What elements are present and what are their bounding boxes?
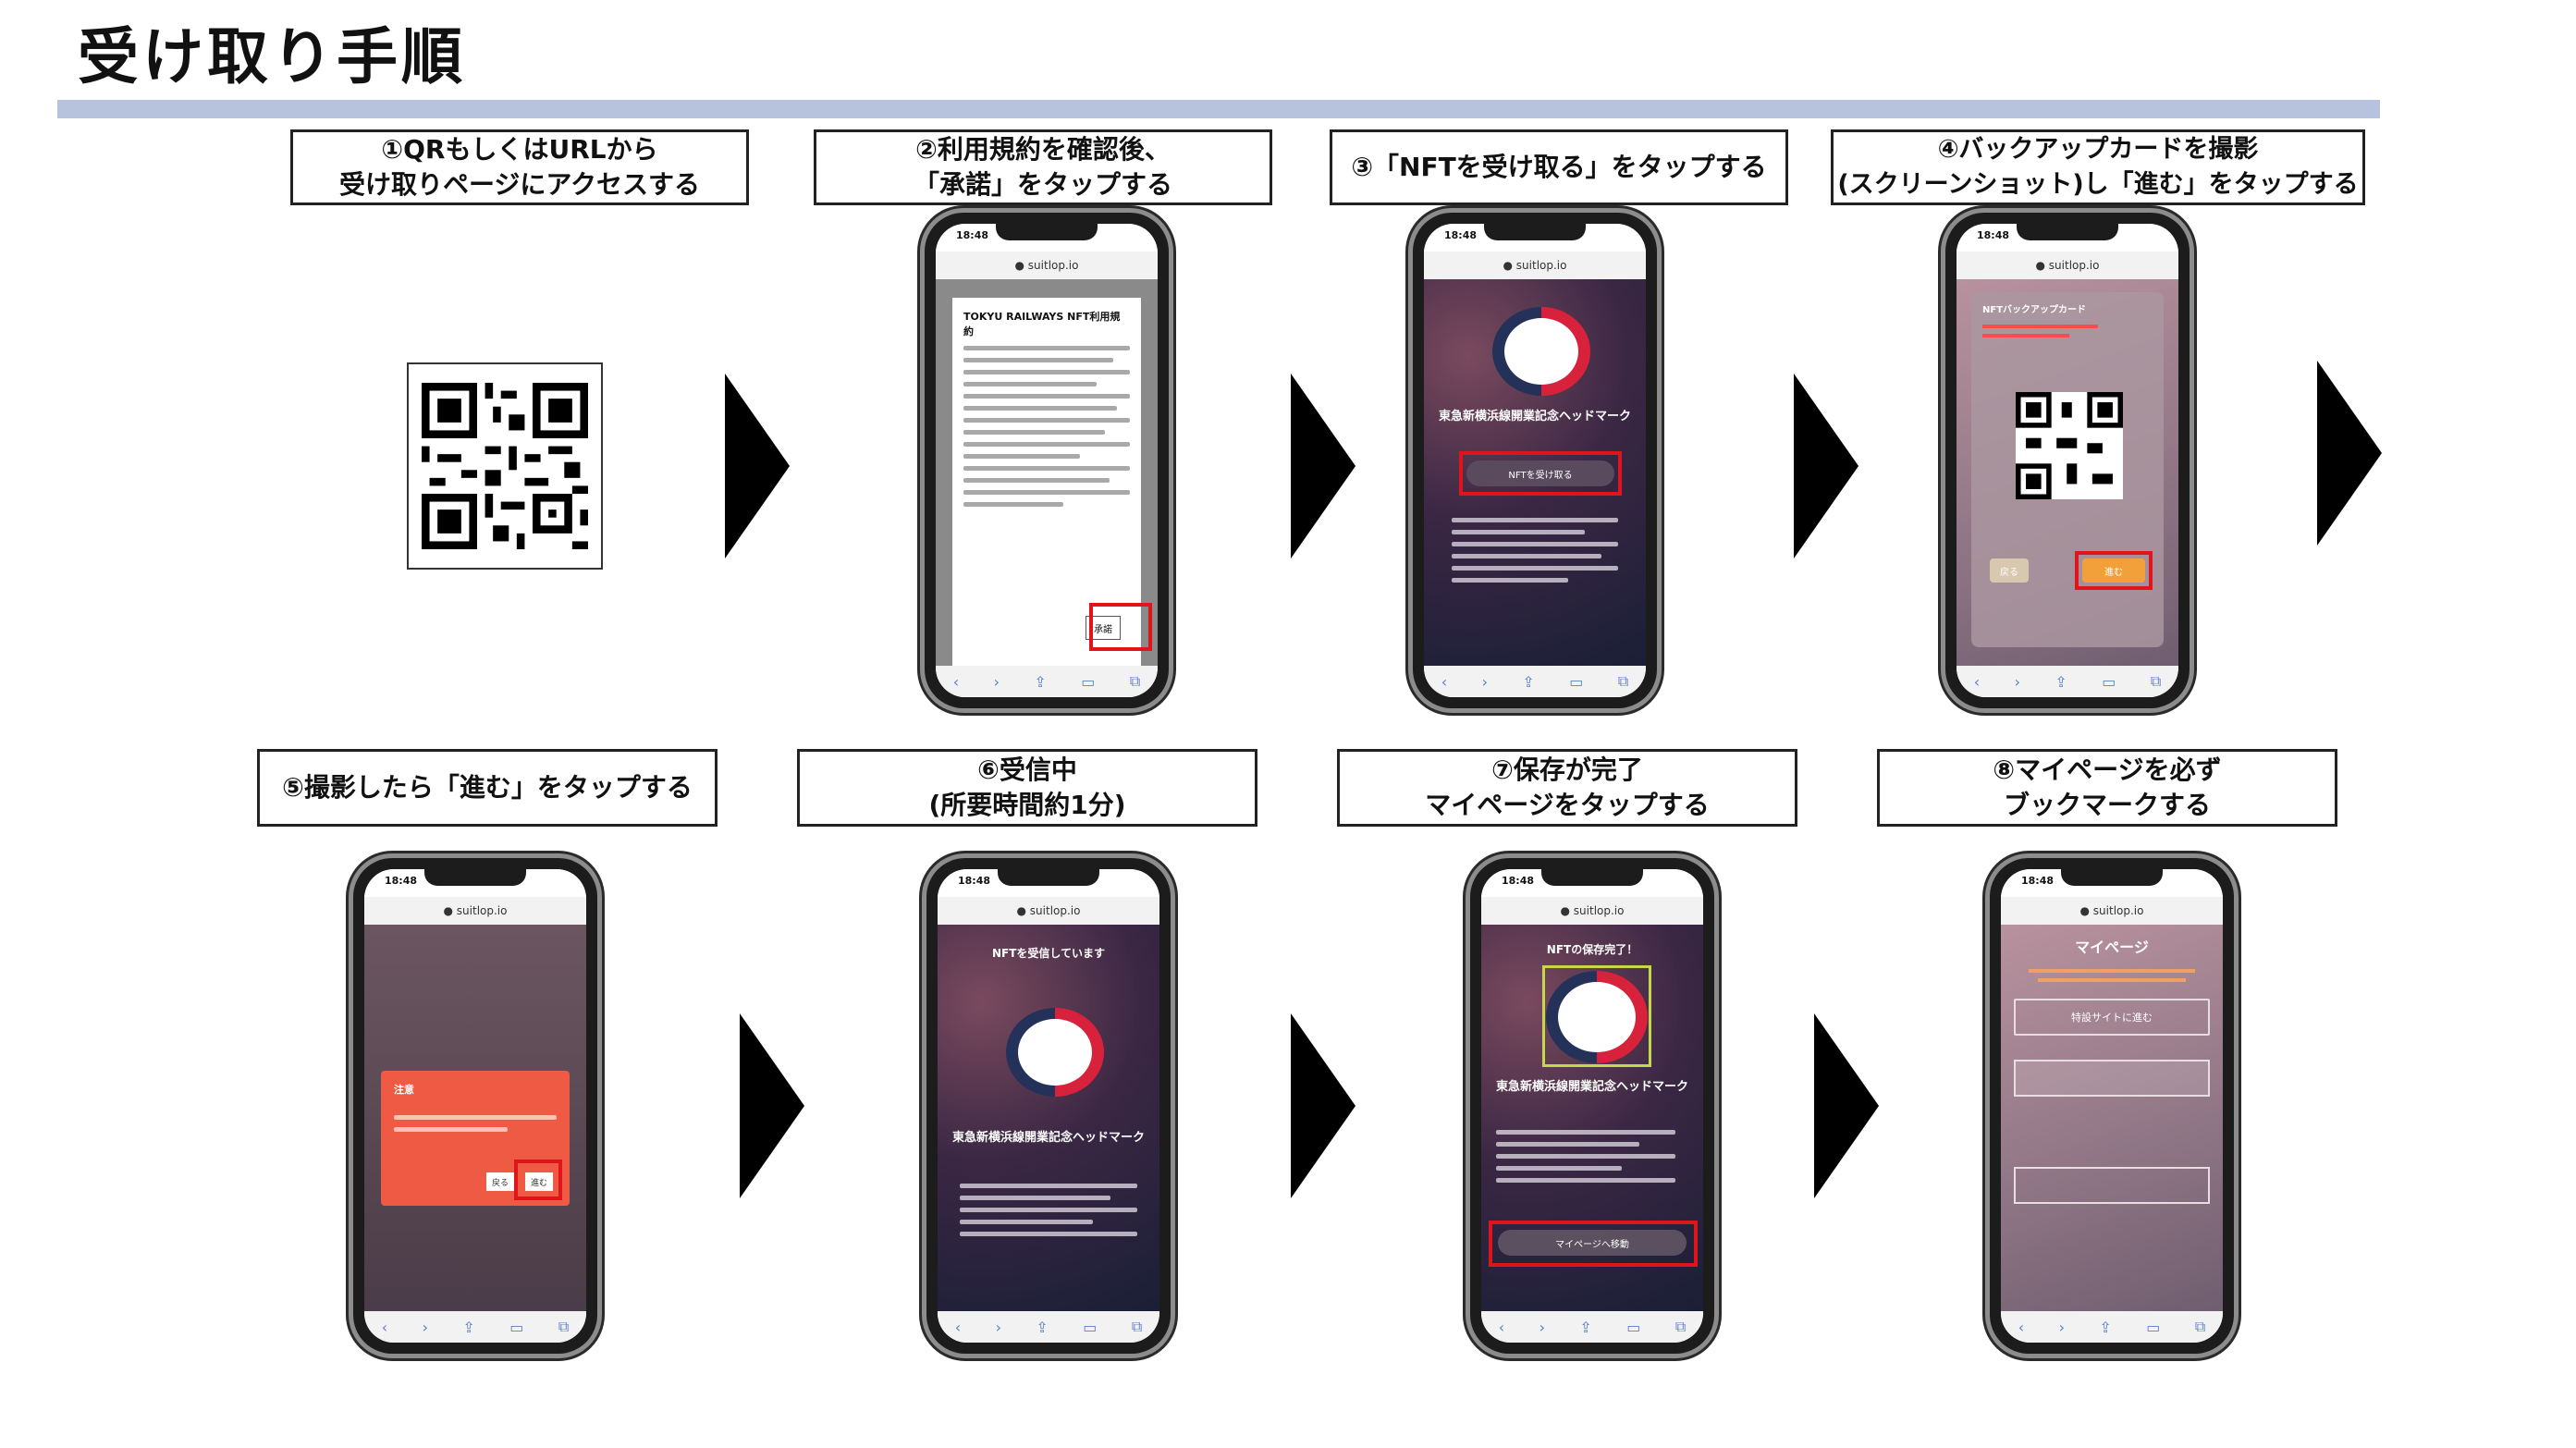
url-bar[interactable]: ● suitlop.io [1481, 897, 1703, 925]
next-button[interactable]: 進む [525, 1172, 553, 1191]
phone-step-3: 18:48 ● suitlop.io 東急新横浜線開業記念ヘッドマーク NFTを… [1413, 213, 1657, 708]
accept-button[interactable]: 承諾 [1086, 616, 1121, 640]
browser-toolbar: ‹›⇪▭⧉ [1481, 1311, 1703, 1343]
next-arrow-icon [725, 374, 790, 558]
browser-toolbar: ‹›⇪▭⧉ [364, 1311, 586, 1343]
headmark-emblem-icon [1492, 307, 1590, 396]
step-2-label: ②利用規約を確認後、「承諾」をタップする [814, 129, 1272, 205]
qr-code-icon [422, 383, 588, 549]
back-button[interactable]: 戻る [486, 1172, 514, 1191]
phone-step-7: 18:48 ● suitlop.io NFTの保存完了！ 東急新横浜線開業記念ヘ… [1470, 858, 1714, 1354]
step-3-label: ③「NFTを受け取る」をタップする [1330, 129, 1788, 205]
nft-name: 東急新横浜線開業記念ヘッドマーク [1438, 410, 1631, 423]
title-underline [57, 100, 2380, 118]
next-arrow-icon [2317, 361, 2382, 546]
phone-step-8: 18:48 ● suitlop.io マイページ 特設サイトに進む ‹›⇪▭⧉ [1990, 858, 2234, 1354]
url-bar[interactable]: ● suitlop.io [1957, 252, 2178, 279]
highlight-box [2075, 551, 2153, 590]
browser-toolbar: ‹›⇪▭⧉ [2001, 1311, 2223, 1343]
mypage-title: マイページ [2075, 939, 2149, 956]
backup-card-button[interactable] [2014, 1167, 2210, 1204]
browser-toolbar: ‹›⇪▭⧉ [938, 1311, 1159, 1343]
highlight-box [1459, 451, 1622, 496]
next-arrow-icon [1794, 374, 1858, 558]
placeholder-button[interactable] [2014, 1060, 2210, 1097]
receive-nft-button[interactable]: NFTを受け取る [1466, 460, 1614, 486]
backup-card-title: NFTバックアップカード [1982, 305, 2087, 315]
browser-toolbar: ‹›⇪▭⧉ [936, 666, 1158, 697]
page-title: 受け取り手順 [78, 21, 466, 92]
back-button[interactable]: 戻る [1990, 558, 2029, 583]
step-8-label: ⑧マイページを必ずブックマークする [1877, 749, 2337, 827]
highlight-box [514, 1160, 562, 1200]
phone-step-5: 18:48 ● suitlop.io 注意 戻る 進む ‹›⇪▭⧉ [353, 858, 597, 1354]
backup-qr-icon [2016, 392, 2123, 499]
next-arrow-icon [1291, 1013, 1355, 1198]
phone-step-6: 18:48 ● suitlop.io NFTを受信しています 東急新横浜線開業記… [926, 858, 1171, 1354]
special-site-button[interactable]: 特設サイトに進む [2014, 999, 2210, 1036]
receiving-status: NFTを受信しています [991, 947, 1106, 960]
next-arrow-icon [740, 1013, 804, 1198]
url-bar[interactable]: ● suitlop.io [364, 897, 586, 925]
saved-status: NFTの保存完了！ [1546, 943, 1638, 956]
next-arrow-icon [1814, 1013, 1879, 1198]
step-6-label: ⑥受信中(所要時間約1分) [797, 749, 1257, 827]
step-4-label: ④バックアップカードを撮影(スクリーンショット)し「進む」をタップする [1831, 129, 2365, 205]
step-1-label: ①QRもしくはURLから受け取りページにアクセスする [290, 129, 749, 205]
terms-heading: TOKYU RAILWAYS NFT利用規約 [963, 311, 1121, 337]
qr-code-frame [407, 362, 603, 570]
url-bar[interactable]: ● suitlop.io [2001, 897, 2223, 925]
headmark-emblem-icon [1546, 971, 1648, 1063]
highlight-box [1089, 603, 1152, 651]
step-7-label: ⑦保存が完了マイページをタップする [1337, 749, 1797, 827]
nft-name: 東急新横浜線開業記念ヘッドマーク [1496, 1080, 1689, 1094]
url-bar[interactable]: ● suitlop.io [1424, 252, 1646, 279]
phone-step-2: 18:48 ● suitlop.io TOKYU RAILWAYS NFT利用規… [925, 213, 1169, 708]
highlight-box [1489, 1221, 1698, 1267]
browser-toolbar: ‹›⇪▭⧉ [1957, 666, 2178, 697]
nft-name: 東急新横浜線開業記念ヘッドマーク [952, 1131, 1146, 1145]
headmark-emblem-icon [1006, 1008, 1104, 1097]
next-button[interactable]: 進む [2082, 558, 2145, 583]
next-arrow-icon [1291, 374, 1355, 558]
browser-toolbar: ‹›⇪▭⧉ [1424, 666, 1646, 697]
step-5-label: ⑤撮影したら「進む」をタップする [257, 749, 718, 827]
url-bar[interactable]: ● suitlop.io [938, 897, 1159, 925]
url-bar[interactable]: ● suitlop.io [936, 252, 1158, 279]
warning-title: 注意 [394, 1084, 414, 1096]
phone-step-4: 18:48 ● suitlop.io NFTバックアップカード 戻る 進む ‹›… [1945, 213, 2190, 708]
mypage-button[interactable]: マイページへ移動 [1498, 1230, 1687, 1256]
